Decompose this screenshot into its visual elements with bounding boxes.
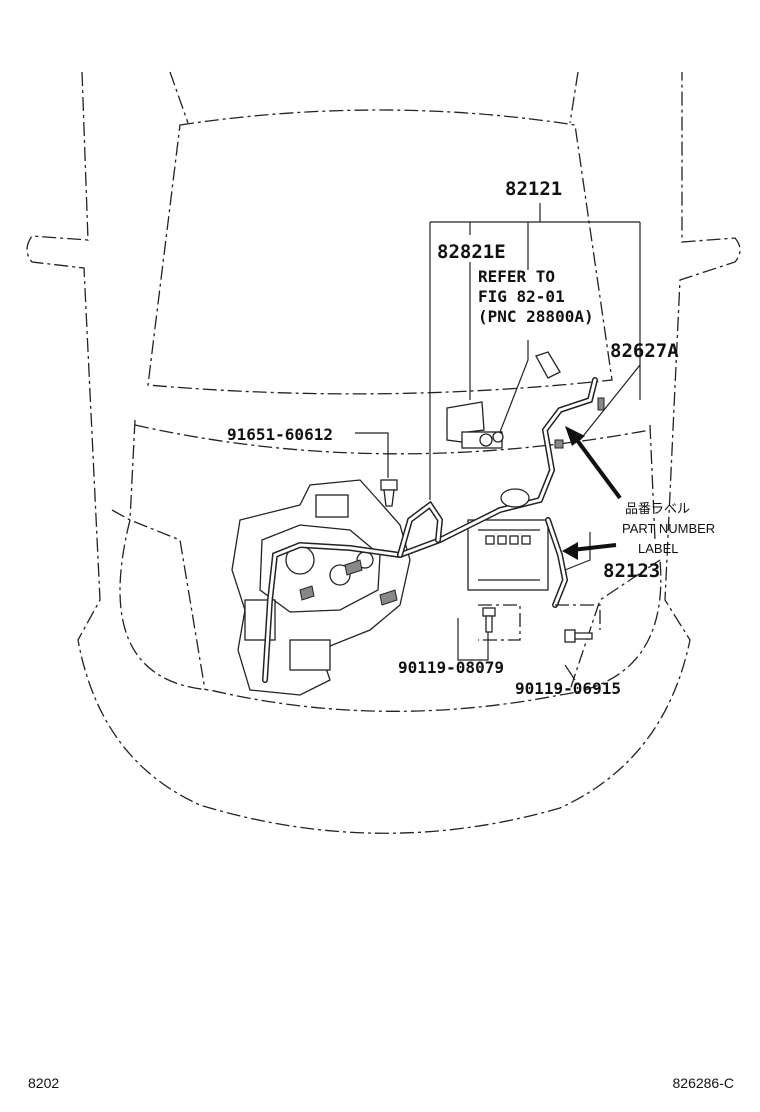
battery-relay-block <box>467 519 549 591</box>
engine-assembly <box>231 479 411 696</box>
clamp-91651 <box>380 479 398 507</box>
location-boxes <box>478 604 601 641</box>
sub-harness-parts <box>446 401 504 449</box>
leader-lines <box>355 262 641 681</box>
connector-82627a <box>535 351 605 449</box>
callout-82123: 82123 <box>603 560 660 582</box>
refer-line-3: (PNC 28800A) <box>478 307 594 326</box>
label-note-line2: LABEL <box>638 541 678 556</box>
callout-90119-08079: 90119-08079 <box>398 658 504 677</box>
callout-82627a: 82627A <box>610 340 679 362</box>
refer-line-1: REFER TO <box>478 267 555 286</box>
figure-code: 826286-C <box>672 1075 735 1091</box>
refer-line-2: FIG 82-01 <box>478 287 565 306</box>
label-arrows <box>562 426 622 560</box>
page-code: 8202 <box>28 1075 60 1091</box>
label-note-japanese: 品番ラベル <box>625 501 690 516</box>
callout-bracket-82121 <box>429 203 641 500</box>
callout-82121: 82121 <box>505 178 562 200</box>
bolt-08079 <box>482 607 496 633</box>
wiring-harness <box>262 377 598 683</box>
callout-90119-06915: 90119-06915 <box>515 679 621 698</box>
callout-91651-60612: 91651-60612 <box>227 425 333 444</box>
callout-82821e: 82821E <box>437 241 506 263</box>
bolt-06915 <box>564 629 593 643</box>
vehicle-body-outline <box>26 71 741 834</box>
label-note-line1: PART NUMBER <box>622 521 715 536</box>
